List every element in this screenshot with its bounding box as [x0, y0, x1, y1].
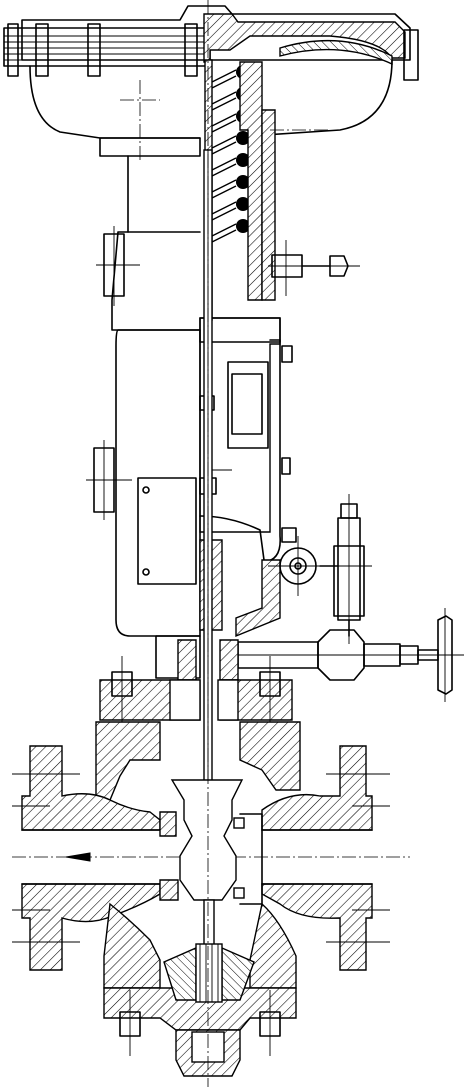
bolt-left-1: [7, 23, 19, 77]
spring-wire-line: [211, 201, 237, 215]
spring-wire-line: [211, 207, 237, 221]
valve-body: [12, 721, 410, 1077]
spring-wire-line: [211, 229, 237, 243]
spring-coil-section: [236, 197, 250, 211]
valve-plug: [170, 779, 244, 901]
bolt-left-2: [35, 23, 49, 77]
spring-coil-section: [236, 131, 250, 145]
spring-wire-line: [211, 157, 237, 171]
spring-coil-section: [236, 219, 250, 233]
spring-wire-line: [211, 223, 237, 237]
bolt-right-1: [403, 29, 419, 81]
actuator-housing: [3, 5, 419, 157]
bolt-left-3: [87, 23, 101, 77]
air-supply-fitting: [268, 240, 360, 296]
actuator-spring: [204, 59, 276, 321]
spring-wire-line: [211, 141, 237, 155]
spring-coil-section: [236, 175, 250, 189]
manual-handwheel: [228, 608, 464, 702]
positioner-cover-plate: [137, 477, 197, 585]
spring-wire-line: [211, 163, 237, 177]
bolt-left-4: [184, 23, 198, 77]
spring-wire-line: [211, 69, 237, 83]
spring-wire-line: [211, 113, 237, 127]
spring-wire-line: [211, 185, 237, 199]
filter-regulator: [319, 494, 372, 644]
positioner-block: [227, 361, 269, 449]
spring-wire-line: [211, 179, 237, 193]
spring-wire-line: [211, 75, 237, 89]
actuator-yoke: [96, 155, 201, 331]
spring-wire-line: [211, 97, 237, 111]
positioner-body: [86, 317, 297, 638]
spring-wire-line: [211, 119, 237, 133]
spring-wire-line: [211, 135, 237, 149]
flow-direction-arrow: [65, 852, 91, 862]
spring-wire-line: [211, 91, 237, 105]
spring-coil-section: [236, 153, 250, 167]
